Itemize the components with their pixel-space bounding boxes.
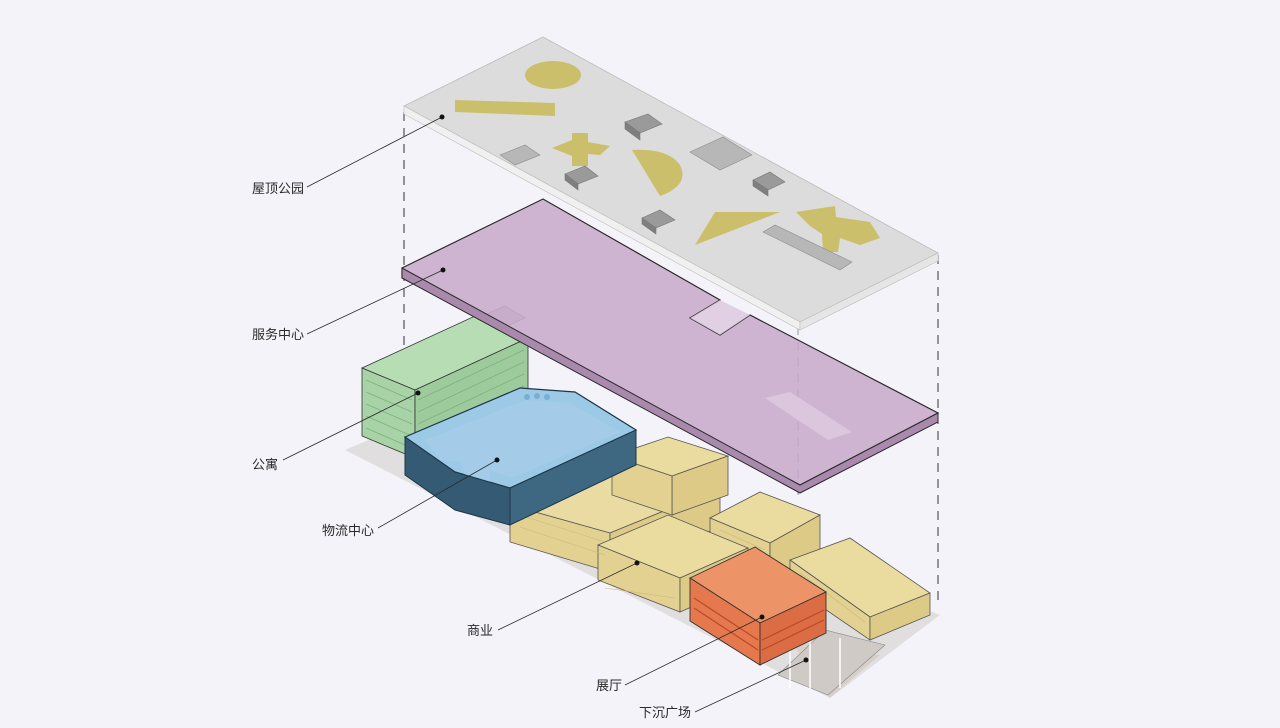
service-center-slab bbox=[401, 198, 940, 494]
callout-leaders bbox=[282, 114, 809, 713]
label-roof-park: 屋顶公园 bbox=[252, 182, 304, 197]
logistics-center bbox=[403, 387, 638, 526]
label-commercial: 商业 bbox=[467, 624, 493, 639]
commercial-block-2 bbox=[610, 436, 730, 516]
label-exhibition-hall: 展厅 bbox=[596, 679, 622, 694]
commercial-blocks bbox=[508, 436, 931, 641]
commercial-block-5 bbox=[789, 537, 931, 641]
label-sunken-plaza: 下沉广场 bbox=[639, 706, 691, 721]
roof-park-slab bbox=[403, 36, 939, 331]
labels: 屋顶公园 服务中心 公寓 物流中心 商业 展厅 下沉广场 bbox=[252, 182, 691, 721]
sunken-plaza bbox=[777, 629, 886, 696]
label-logistics-center: 物流中心 bbox=[322, 524, 374, 539]
label-service-center: 服务中心 bbox=[252, 327, 304, 343]
label-apartment: 公寓 bbox=[252, 457, 278, 473]
exhibition-hall bbox=[689, 546, 827, 666]
